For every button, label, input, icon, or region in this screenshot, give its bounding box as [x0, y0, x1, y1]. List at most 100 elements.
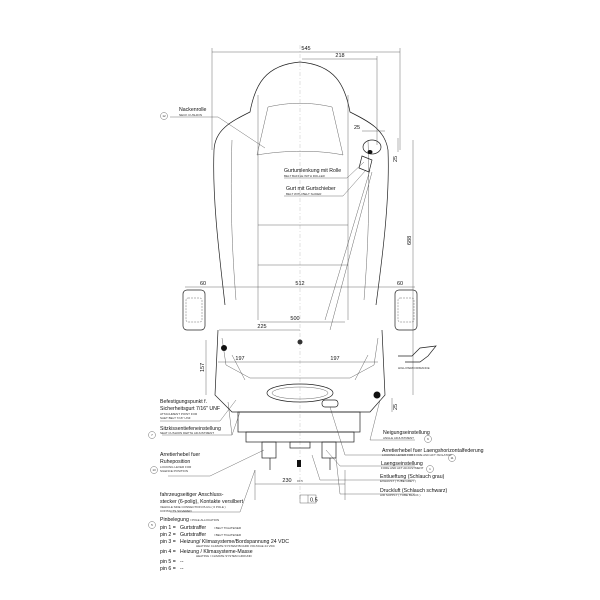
pin-2: pin 2 = Gurtstraffer / BELT TIGHTENER	[160, 532, 242, 538]
svg-text:VEHICLE SIDE CONNECTION PLUG (: VEHICLE SIDE CONNECTION PLUG ( 6 POLE )	[160, 505, 226, 509]
svg-text:LOCKING LEVER FOR: LOCKING LEVER FOR	[160, 465, 192, 469]
svg-text:1: 1	[429, 467, 431, 471]
svg-text:BELT WITH BELT SLIDER: BELT WITH BELT SLIDER	[286, 192, 322, 196]
base-mechanism	[245, 431, 355, 500]
annotation-neck-cushion: 12 Nackenrolle NECK CUSHION	[160, 107, 207, 120]
svg-text:SAET BELT 7/16" UNF: SAET BELT 7/16" UNF	[160, 416, 191, 420]
dim-60-right: 60	[397, 281, 403, 287]
neck-cushion	[256, 103, 344, 156]
svg-text:stecker (6-polig), Kontakte ve: stecker (6-polig), Kontakte versilbert	[160, 499, 244, 505]
svg-text:/ BELT TIGHTENER: / BELT TIGHTENER	[214, 533, 242, 537]
dim-157: 157	[200, 363, 206, 372]
svg-text:FORE AND AFT ADJUSTMENT: FORE AND AFT ADJUSTMENT	[381, 466, 424, 470]
svg-text:pin 5 =: pin 5 =	[160, 559, 176, 565]
svg-text:Gurtstraffer: Gurtstraffer	[180, 532, 206, 538]
svg-text:Sicherheitsgurt 7/16" UNF: Sicherheitsgurt 7/16" UNF	[160, 406, 220, 412]
svg-text:Gurtstraffer: Gurtstraffer	[180, 525, 206, 531]
annotation-attachment-point: Befestigungspunkt f. Sicherheitsgurt 7/1…	[160, 399, 220, 420]
annotation-tilt: Neigungseinstellung ANGLE ADJUSTMENT 6	[383, 430, 432, 443]
svg-text:12: 12	[162, 114, 166, 118]
dim-197-right: 197	[330, 356, 339, 362]
svg-text:BELT BAFFLE WITH ROLLER: BELT BAFFLE WITH ROLLER	[284, 174, 326, 178]
belt-guide	[324, 139, 382, 331]
annotation-belt-roller: Gurtumlenkung mit Rolle BELT BAFFLE WITH…	[284, 168, 341, 178]
svg-text:SILENCE POSITION: SILENCE POSITION	[160, 469, 188, 473]
leader-lines	[160, 116, 415, 513]
dim-230-tol: ±0.5	[297, 479, 303, 483]
svg-text:ANGLE ADJUSTMENT: ANGLE ADJUSTMENT	[383, 436, 414, 440]
mount-right	[373, 391, 381, 399]
dim-25-lower: 25	[393, 404, 399, 410]
svg-text:Befestigungspunkt f.: Befestigungspunkt f.	[160, 399, 207, 405]
bolsters	[182, 289, 418, 331]
svg-text:6: 6	[427, 437, 429, 441]
dim-25-h: 25	[354, 125, 360, 131]
svg-text:Heizung / Klimasysteme-Masse: Heizung / Klimasysteme-Masse	[180, 549, 253, 555]
annotation-depth: 7 Sitzkissentiefeneinstellung SEAT CUSHI…	[148, 426, 221, 439]
svg-text:5: 5	[151, 523, 153, 527]
seat-cushion	[214, 329, 386, 436]
dim-512: 512	[295, 281, 304, 287]
svg-text:Ruheposition: Ruheposition	[160, 459, 190, 465]
dim-flatness: 0.5	[310, 498, 318, 504]
dim-218: 218	[335, 53, 344, 59]
svg-text:/ POLE ALLOCATION: / POLE ALLOCATION	[190, 518, 219, 522]
svg-text:Neigungseinstellung: Neigungseinstellung	[383, 430, 430, 436]
svg-text:pin 1 =: pin 1 =	[160, 525, 176, 531]
svg-text:HEATING/ CLIMATE SYSTEM/ BOARD: HEATING/ CLIMATE SYSTEM/ BOARD VOLTAGE 2…	[196, 544, 276, 548]
svg-text:Sitzkissentiefeneinstellung: Sitzkissentiefeneinstellung	[160, 426, 221, 432]
svg-text:13: 13	[152, 468, 156, 472]
svg-text:ATTACHMENT POINT FOR: ATTACHMENT POINT FOR	[160, 412, 198, 416]
emblem	[297, 339, 303, 345]
svg-text:Gurt mit Gurtschieber: Gurt mit Gurtschieber	[286, 186, 336, 192]
dim-197-left: 197	[235, 356, 244, 362]
svg-text:pin 2 =: pin 2 =	[160, 532, 176, 538]
dim-230: 230	[282, 478, 291, 484]
svg-text:7: 7	[151, 433, 153, 437]
svg-text:Heizung/ Klimasysteme/Bordspan: Heizung/ Klimasysteme/Bordspannung 24 VD…	[180, 539, 289, 545]
svg-text:LOCKING LEVER FOR FORE AND AFT: LOCKING LEVER FOR FORE AND AFT ISOLATOR	[382, 453, 452, 457]
svg-text:NECK CUSHION: NECK CUSHION	[179, 113, 202, 117]
dimension-lines	[185, 48, 415, 504]
svg-text:AIR SUPPLY ( TUBE BLACK ): AIR SUPPLY ( TUBE BLACK )	[380, 493, 421, 497]
svg-text:EXHAUST ( TUBE GREY ): EXHAUST ( TUBE GREY )	[380, 479, 416, 483]
svg-text:Pinbelegung: Pinbelegung	[160, 517, 189, 523]
svg-text:Druckluft (Schlauch schwarz): Druckluft (Schlauch schwarz)	[380, 488, 447, 494]
annotation-plug: fahrzeugseitiger Anschluss- stecker (6-p…	[160, 492, 244, 513]
dim-545: 545	[301, 46, 310, 52]
dim-60-left: 60	[200, 281, 206, 287]
dim-225: 225	[257, 324, 266, 330]
svg-text:Arretierhebel fuer Laengshoriz: Arretierhebel fuer Laengshorizontalfeder…	[382, 448, 484, 454]
dim-25-v: 25	[393, 156, 399, 162]
annotation-exhaust: Entlueftung (Schlauch grau) EXHAUST ( TU…	[380, 474, 445, 483]
svg-text:Arretierhebel fuer: Arretierhebel fuer	[160, 452, 200, 458]
svg-text:fahrzeugseitiger Anschluss-: fahrzeugseitiger Anschluss-	[160, 492, 224, 498]
pin-4: pin 4 =Heizung / Klimasysteme-MasseHEATI…	[160, 549, 253, 558]
annotation-air-supply: Druckluft (Schlauch schwarz) AIR SUPPLY …	[380, 488, 447, 497]
svg-text:11: 11	[450, 456, 453, 460]
svg-text:Laengseinstellung: Laengseinstellung	[381, 461, 423, 467]
annotation-rest-lever: 13 Arretierhebel fuer Ruheposition LOCKI…	[150, 452, 200, 474]
annotation-fore-aft: Laengseinstellung FORE AND AFT ADJUSTMEN…	[381, 461, 434, 473]
svg-text:Nackenrolle: Nackenrolle	[179, 107, 207, 113]
svg-text:pin 3 =: pin 3 =	[160, 539, 176, 545]
svg-text:Gurtumlenkung mit Rolle: Gurtumlenkung mit Rolle	[284, 168, 341, 174]
pin-1: pin 1 =Gurtstraffer/ BELT TIGHTENER	[160, 525, 242, 531]
dim-500: 500	[290, 316, 299, 322]
pin-allocation: 5 Pinbelegung / POLE ALLOCATION pin 1 = G…	[148, 517, 289, 572]
svg-text:HIGH PERFORMANCE: HIGH PERFORMANCE	[398, 366, 430, 370]
depth-handle	[321, 399, 339, 408]
mount-left	[221, 345, 227, 351]
svg-text:--: --	[180, 559, 184, 565]
pin-6: pin 6 =--	[160, 566, 184, 572]
pin-5: pin 5 = --	[160, 559, 184, 565]
svg-text:SEAT CUSHION DEPTH ADJUSTMENT: SEAT CUSHION DEPTH ADJUSTMENT	[160, 431, 214, 435]
svg-text:CONTACTS SILVERED: CONTACTS SILVERED	[160, 509, 193, 513]
backrest	[213, 61, 389, 320]
dim-688: 688	[407, 236, 413, 245]
annotation-fore-aft-lock: Arretierhebel fuer Laengshorizontalfeder…	[382, 448, 484, 462]
svg-text:--: --	[180, 566, 184, 572]
logo: HIGH PERFORMANCE	[398, 345, 437, 370]
